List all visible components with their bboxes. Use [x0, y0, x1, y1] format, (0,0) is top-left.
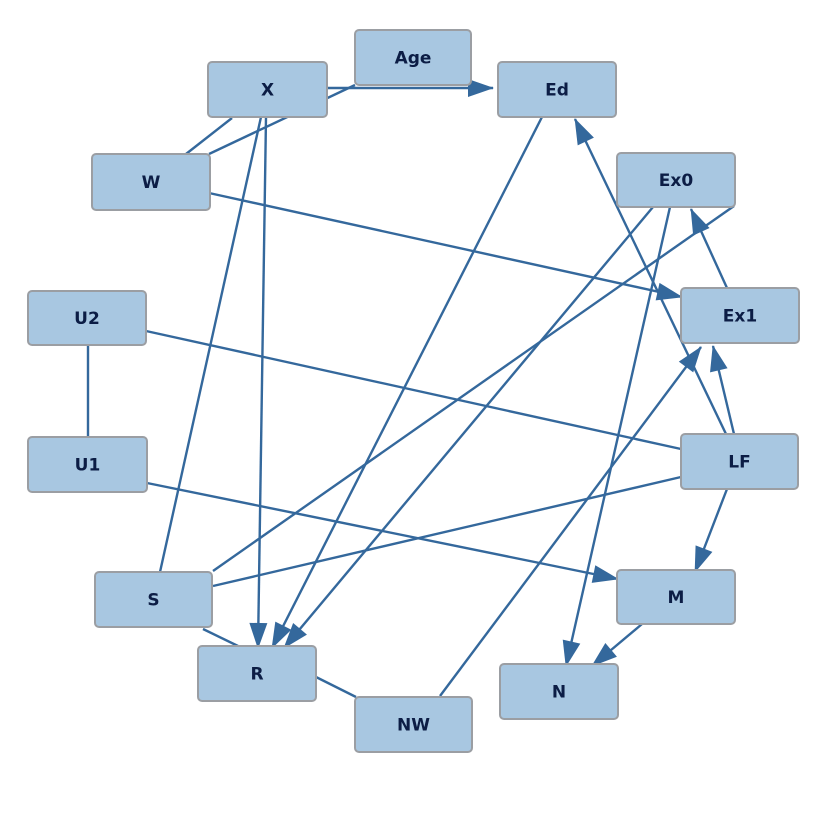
- node-label: R: [250, 665, 263, 685]
- node-box: [616, 569, 736, 625]
- node-U2[interactable]: U2: [27, 290, 147, 346]
- edge-LF-Ed-arrow[interactable]: [573, 118, 728, 435]
- edge-Ex1-Ex0-arrow[interactable]: [689, 208, 729, 289]
- node-Age[interactable]: Age: [354, 29, 472, 86]
- node-label: Age: [395, 49, 432, 69]
- node-box: [197, 645, 317, 702]
- node-X[interactable]: X: [207, 61, 328, 118]
- node-box: [354, 29, 472, 86]
- node-S[interactable]: S: [94, 571, 213, 628]
- node-M[interactable]: M: [616, 569, 736, 625]
- edge-LF-M-arrow[interactable]: [693, 488, 729, 573]
- node-U1[interactable]: U1: [27, 436, 148, 493]
- node-W[interactable]: W: [91, 153, 211, 211]
- node-box: [354, 696, 473, 753]
- node-label: Ed: [545, 81, 569, 101]
- node-label: X: [261, 81, 274, 101]
- edge-S-R-line[interactable]: [202, 627, 239, 648]
- node-label: W: [142, 173, 161, 193]
- edge-layer: [86, 79, 736, 699]
- edge-U2-LF-line[interactable]: [145, 329, 682, 451]
- node-label: Ex1: [723, 307, 757, 327]
- node-Ex0[interactable]: Ex0: [616, 152, 736, 208]
- edge-X-W-line[interactable]: [185, 117, 233, 155]
- node-box: [27, 290, 147, 346]
- edge-W-Ex1-arrow[interactable]: [208, 191, 683, 301]
- edge-R-NW-line[interactable]: [315, 675, 357, 699]
- node-label: N: [552, 683, 566, 703]
- node-box: [91, 153, 211, 211]
- node-Ed[interactable]: Ed: [497, 61, 617, 118]
- node-N[interactable]: N: [499, 663, 619, 720]
- node-box: [27, 436, 148, 493]
- edge-Ex0-N-arrow[interactable]: [562, 206, 672, 667]
- node-box: [680, 433, 799, 490]
- node-Ex1[interactable]: Ex1: [680, 287, 800, 344]
- node-label: Ex0: [659, 171, 694, 191]
- node-R[interactable]: R: [197, 645, 317, 702]
- edge-LF-Ex1-arrow[interactable]: [710, 345, 736, 435]
- edge-X-R-arrow[interactable]: [249, 116, 268, 649]
- edge-M-N-arrow[interactable]: [591, 623, 643, 667]
- node-box: [497, 61, 617, 118]
- edge-S-LF-line[interactable]: [212, 475, 682, 588]
- edge-U1-M-arrow[interactable]: [146, 481, 619, 583]
- node-box: [207, 61, 328, 118]
- node-label: U2: [74, 309, 100, 329]
- node-box: [680, 287, 800, 344]
- node-box: [616, 152, 736, 208]
- node-label: M: [668, 588, 685, 608]
- node-label: U1: [75, 456, 101, 476]
- node-box: [94, 571, 213, 628]
- node-label: LF: [728, 453, 750, 473]
- edge-Ex0-R-arrow[interactable]: [283, 206, 654, 649]
- node-box: [499, 663, 619, 720]
- node-NW[interactable]: NW: [354, 696, 473, 753]
- edge-W-Age-line[interactable]: [208, 83, 356, 156]
- edge-Ed-R-arrow[interactable]: [270, 114, 545, 649]
- node-label: S: [147, 591, 159, 611]
- edge-NW-Ex1-arrow[interactable]: [439, 346, 702, 697]
- edge-S-Ex0-line[interactable]: [212, 205, 735, 572]
- node-LF[interactable]: LF: [680, 433, 799, 490]
- node-label: NW: [397, 716, 430, 736]
